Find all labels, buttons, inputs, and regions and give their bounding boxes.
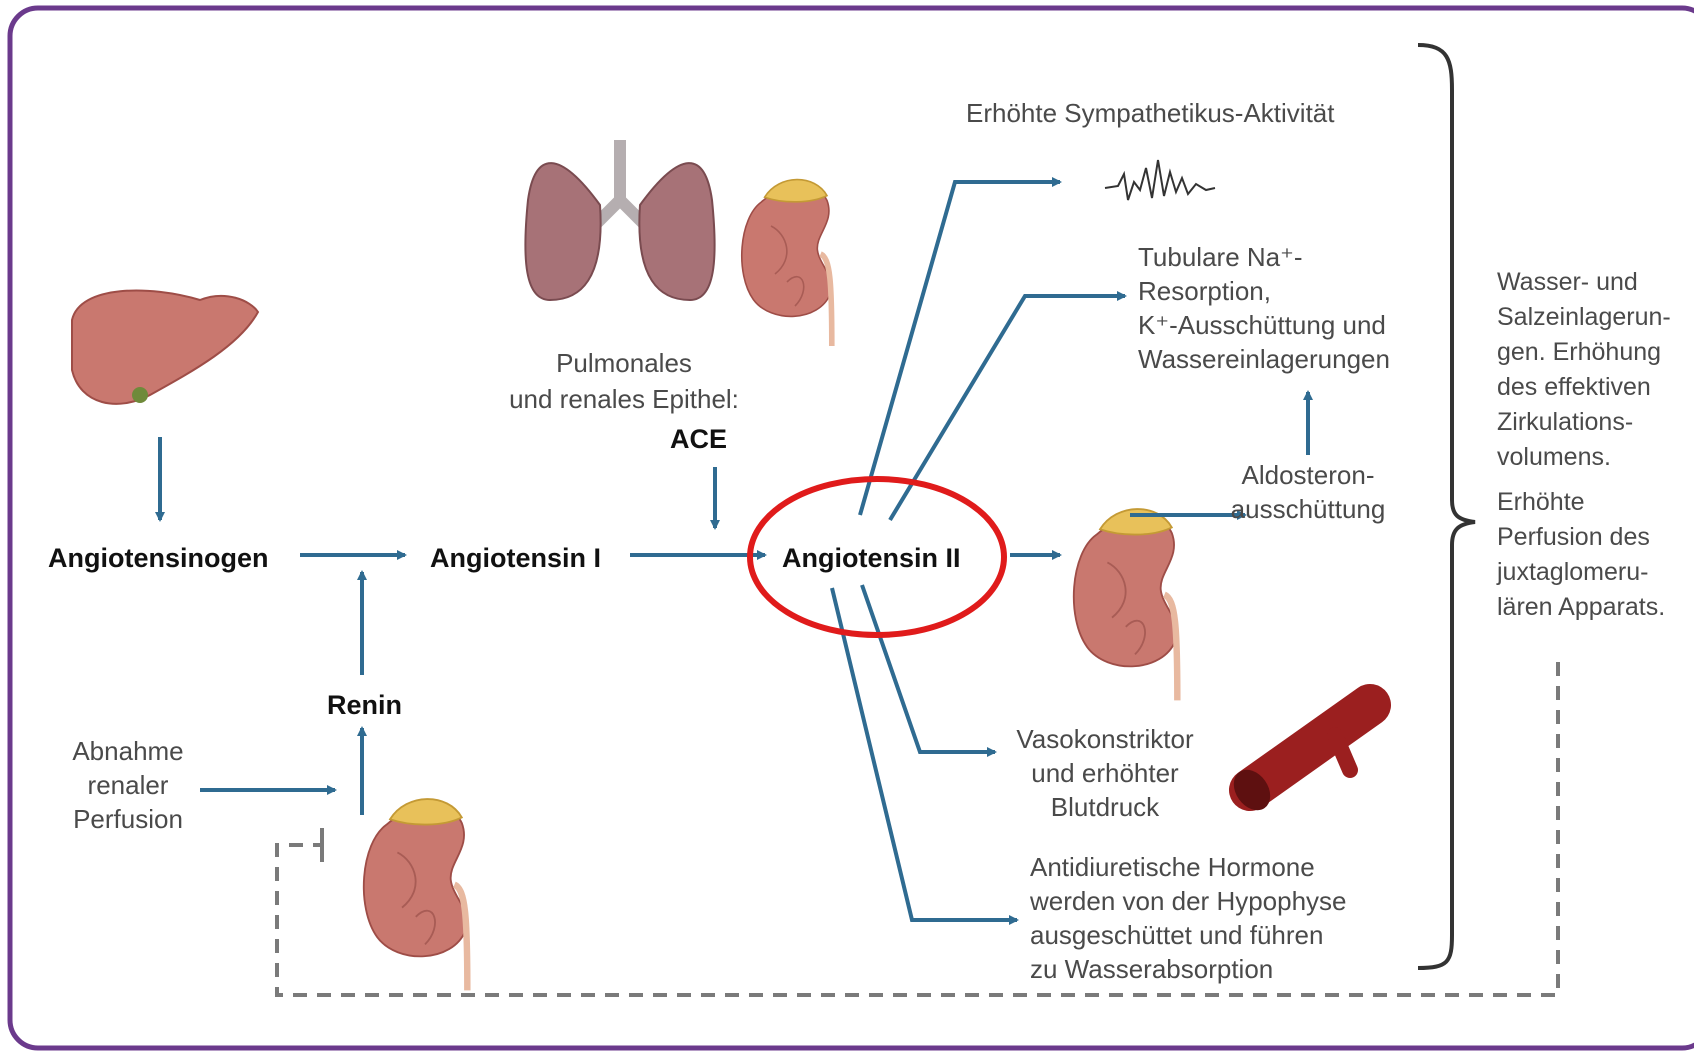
svg-text:Abnahme: Abnahme	[72, 736, 183, 766]
blood-vessel-icon	[1226, 705, 1370, 817]
svg-text:ausgeschüttet und führen: ausgeschüttet und führen	[1030, 920, 1323, 950]
svg-text:Wassereinlagerungen: Wassereinlagerungen	[1138, 344, 1390, 374]
svg-text:Pulmonales: Pulmonales	[556, 348, 692, 378]
svg-text:des effektiven: des effektiven	[1497, 373, 1651, 401]
ace-label: ACE	[670, 424, 727, 454]
svg-text:Erhöhte: Erhöhte	[1497, 488, 1585, 516]
renin-label: Renin	[327, 690, 402, 720]
svg-text:Perfusion: Perfusion	[73, 804, 183, 834]
tubulare-label: Tubulare Na⁺- Resorption, K⁺-Ausschüttun…	[1138, 242, 1390, 374]
adh-label: Antidiuretische Hormone werden von der H…	[1029, 852, 1347, 984]
vasokonstriktor-label: Vasokonstriktor und erhöhter Blutdruck	[1016, 724, 1194, 822]
svg-text:lären Apparats.: lären Apparats.	[1497, 593, 1665, 621]
kidney-icon	[364, 799, 468, 990]
svg-text:und renales Epithel:: und renales Epithel:	[509, 384, 739, 414]
svg-text:Vasokonstriktor: Vasokonstriktor	[1016, 724, 1194, 754]
svg-text:renaler: renaler	[88, 770, 169, 800]
svg-text:Aldosteron-: Aldosteron-	[1242, 460, 1375, 490]
aldosteron-label: Aldosteron- ausschüttung	[1231, 460, 1386, 524]
effect-bracket	[1418, 45, 1475, 968]
svg-text:Salzeinlagerun-: Salzeinlagerun-	[1497, 303, 1671, 331]
epithel-label: Pulmonales und renales Epithel:	[509, 348, 739, 414]
svg-text:gen. Erhöhung: gen. Erhöhung	[1497, 338, 1661, 366]
svg-text:werden von der Hypophyse: werden von der Hypophyse	[1029, 886, 1347, 916]
angiotensinogen-label: Angiotensinogen	[48, 543, 268, 573]
liver-icon	[72, 290, 258, 403]
sympathikus-label: Erhöhte Sympathetikus-Aktivität	[966, 98, 1335, 128]
angiotensin2-label: Angiotensin II	[782, 543, 961, 573]
svg-text:Tubulare Na⁺-: Tubulare Na⁺-	[1138, 242, 1303, 272]
nerve-signal-icon	[1105, 160, 1215, 200]
outer-frame	[10, 8, 1694, 1048]
angiotensin1-label: Angiotensin I	[430, 543, 601, 573]
svg-text:Wasser- und: Wasser- und	[1497, 268, 1638, 296]
svg-text:volumens.: volumens.	[1497, 443, 1611, 471]
effect-summary: Wasser- und Salzeinlagerun- gen. Erhöhun…	[1496, 268, 1671, 621]
svg-text:K⁺-Ausschüttung und: K⁺-Ausschüttung und	[1138, 310, 1386, 340]
lung-icon	[525, 140, 714, 300]
abnahme-label: Abnahme renaler Perfusion	[72, 736, 183, 834]
arrow-to-sympathikus	[860, 182, 1060, 515]
svg-text:und erhöhter: und erhöhter	[1031, 758, 1179, 788]
svg-text:ausschüttung: ausschüttung	[1231, 494, 1386, 524]
svg-text:Resorption,: Resorption,	[1138, 276, 1271, 306]
kidney-icon	[1074, 509, 1178, 700]
svg-text:Blutdruck: Blutdruck	[1051, 792, 1160, 822]
svg-text:juxtaglomeru-: juxtaglomeru-	[1496, 558, 1648, 586]
kidney-icon	[742, 180, 832, 346]
svg-text:Zirkulations-: Zirkulations-	[1497, 408, 1633, 436]
svg-text:Antidiuretische Hormone: Antidiuretische Hormone	[1030, 852, 1315, 882]
svg-text:Perfusion des: Perfusion des	[1497, 523, 1650, 551]
svg-text:zu Wasserabsorption: zu Wasserabsorption	[1030, 954, 1273, 984]
